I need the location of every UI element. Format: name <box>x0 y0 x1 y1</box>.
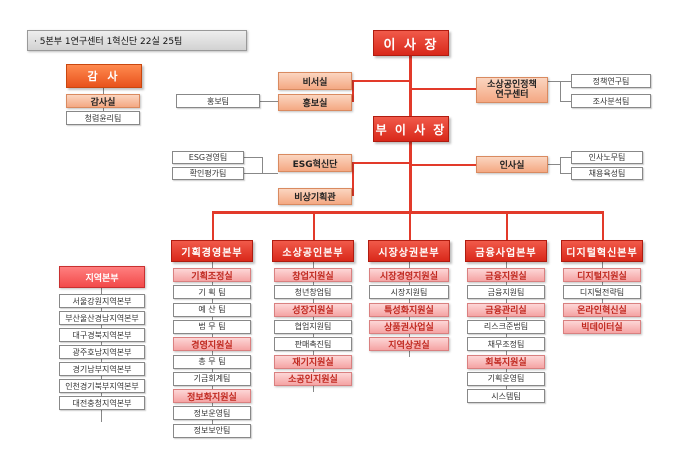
division-office[interactable]: 회복지원실 <box>467 354 545 369</box>
division-head[interactable]: 디지털혁신본부 <box>561 240 643 262</box>
regional-item[interactable]: 대구경북지역본부 <box>59 328 145 342</box>
esg-team-link-2 <box>244 173 278 174</box>
division-drop-5 <box>602 211 604 241</box>
trunk-line-1 <box>409 55 412 118</box>
secretary-link <box>352 80 410 82</box>
pr-team-link <box>260 101 278 102</box>
division-office[interactable]: 디지털지원실 <box>563 268 641 282</box>
division-office[interactable]: 창업지원실 <box>274 268 352 282</box>
pr-link <box>352 101 354 102</box>
research-team-link-2 <box>560 101 571 102</box>
division-team[interactable]: 기금회계팀 <box>173 371 251 386</box>
division-head[interactable]: 기획경영본부 <box>171 240 253 262</box>
division-head[interactable]: 금융사업본부 <box>465 240 547 262</box>
division-drop-1 <box>212 211 214 241</box>
division-team[interactable]: 예 산 팀 <box>173 302 251 317</box>
hr-team-labor[interactable]: 인사노무팀 <box>571 151 643 164</box>
pr-office[interactable]: 홍보실 <box>278 94 352 111</box>
division-office[interactable]: 특성화지원실 <box>369 302 449 317</box>
research-team-survey[interactable]: 조사분석팀 <box>571 94 651 108</box>
division-team[interactable]: 금융지원팀 <box>467 285 545 300</box>
division-office[interactable]: 재기지원실 <box>274 354 352 369</box>
division-bus <box>212 211 604 214</box>
division-office[interactable]: 소공인지원실 <box>274 371 352 386</box>
regional-head[interactable]: 지역본부 <box>59 266 145 288</box>
division-office[interactable]: 경영지원실 <box>173 337 251 352</box>
audit-office[interactable]: 감사실 <box>66 94 140 108</box>
org-summary: · 5본부 1연구센터 1혁신단 22실 25팀 <box>27 30 247 51</box>
research-team-bracket <box>560 81 561 101</box>
division-head[interactable]: 시장상권본부 <box>368 240 450 262</box>
division-team[interactable]: 협업지원팀 <box>274 319 352 334</box>
hr-team-recruit[interactable]: 채용육성팀 <box>571 167 643 180</box>
division-team[interactable]: 총 무 팀 <box>173 354 251 369</box>
division-team[interactable]: 정보운영팀 <box>173 406 251 421</box>
division-team[interactable]: 디지털전략팀 <box>563 285 641 300</box>
esg-team-assessment[interactable]: 확인평가팀 <box>172 167 244 180</box>
research-team-policy[interactable]: 정책연구팀 <box>571 74 651 88</box>
division-office[interactable]: 빅데이터실 <box>563 319 641 334</box>
regional-item[interactable]: 서울강원지역본부 <box>59 294 145 308</box>
division-office[interactable]: 시장경영지원실 <box>369 268 449 282</box>
esg-team-link-1 <box>244 157 262 158</box>
audit-head[interactable]: 감 사 <box>66 64 142 88</box>
division-head[interactable]: 소상공인본부 <box>272 240 354 262</box>
regional-item[interactable]: 부산울산경남지역본부 <box>59 311 145 325</box>
regional-item[interactable]: 인천경기북부지역본부 <box>59 379 145 393</box>
emergency-vertical <box>352 162 354 196</box>
division-office[interactable]: 금융지원실 <box>467 268 545 282</box>
hr-team-bracket <box>560 157 561 173</box>
division-team[interactable]: 시장지원팀 <box>369 285 449 300</box>
division-team[interactable]: 리스크준법팀 <box>467 319 545 334</box>
division-team[interactable]: 정보보안팀 <box>173 423 251 438</box>
division-office[interactable]: 지역상권실 <box>369 337 449 352</box>
emergency-planning[interactable]: 비상기획관 <box>278 188 352 205</box>
research-link <box>410 88 476 90</box>
hr-team-link-1 <box>547 164 561 165</box>
pr-team[interactable]: 홍보팀 <box>176 94 260 108</box>
division-team[interactable]: 청년창업팀 <box>274 285 352 300</box>
division-team[interactable]: 시스템팀 <box>467 389 545 404</box>
division-office[interactable]: 기획조정실 <box>173 268 251 282</box>
division-drop-4 <box>506 211 508 241</box>
research-team-link-1 <box>547 81 571 82</box>
trunk-line-2 <box>409 140 412 212</box>
hr-office[interactable]: 인사실 <box>476 156 548 173</box>
division-team[interactable]: 판매촉진팀 <box>274 337 352 352</box>
division-office[interactable]: 상품권사업실 <box>369 319 449 334</box>
division-team[interactable]: 채무조정팀 <box>467 337 545 352</box>
division-office[interactable]: 성장지원실 <box>274 302 352 317</box>
secretary-office[interactable]: 비서실 <box>278 72 352 90</box>
president-box[interactable]: 이 사 장 <box>373 30 449 56</box>
regional-item[interactable]: 광주호남지역본부 <box>59 345 145 359</box>
division-drop-3 <box>409 211 411 241</box>
regional-item[interactable]: 대전충청지역본부 <box>59 396 145 410</box>
vice-president-box[interactable]: 부 이 사 장 <box>373 116 449 142</box>
esg-link <box>352 162 410 164</box>
hr-link <box>410 164 476 166</box>
esg-unit[interactable]: ESG혁신단 <box>278 154 352 172</box>
research-center-label: 소상공인정책 연구센터 <box>487 79 537 100</box>
esg-team-bracket <box>262 157 263 173</box>
division-team[interactable]: 법 무 팀 <box>173 319 251 334</box>
esg-team-management[interactable]: ESG경영팀 <box>172 151 244 164</box>
division-team[interactable]: 기획운영팀 <box>467 371 545 386</box>
pr-vertical <box>352 80 354 102</box>
division-office[interactable]: 금융관리실 <box>467 302 545 317</box>
regional-item[interactable]: 경기남부지역본부 <box>59 362 145 376</box>
division-drop-2 <box>313 211 315 241</box>
hr-team-link-3 <box>560 173 571 174</box>
division-office[interactable]: 정보화지원실 <box>173 389 251 404</box>
research-center[interactable]: 소상공인정책 연구센터 <box>476 77 548 103</box>
division-team[interactable]: 기 획 팀 <box>173 285 251 300</box>
hr-team-link-2 <box>560 157 571 158</box>
integrity-team[interactable]: 청렴윤리팀 <box>66 111 140 125</box>
division-office[interactable]: 온라인혁신실 <box>563 302 641 317</box>
